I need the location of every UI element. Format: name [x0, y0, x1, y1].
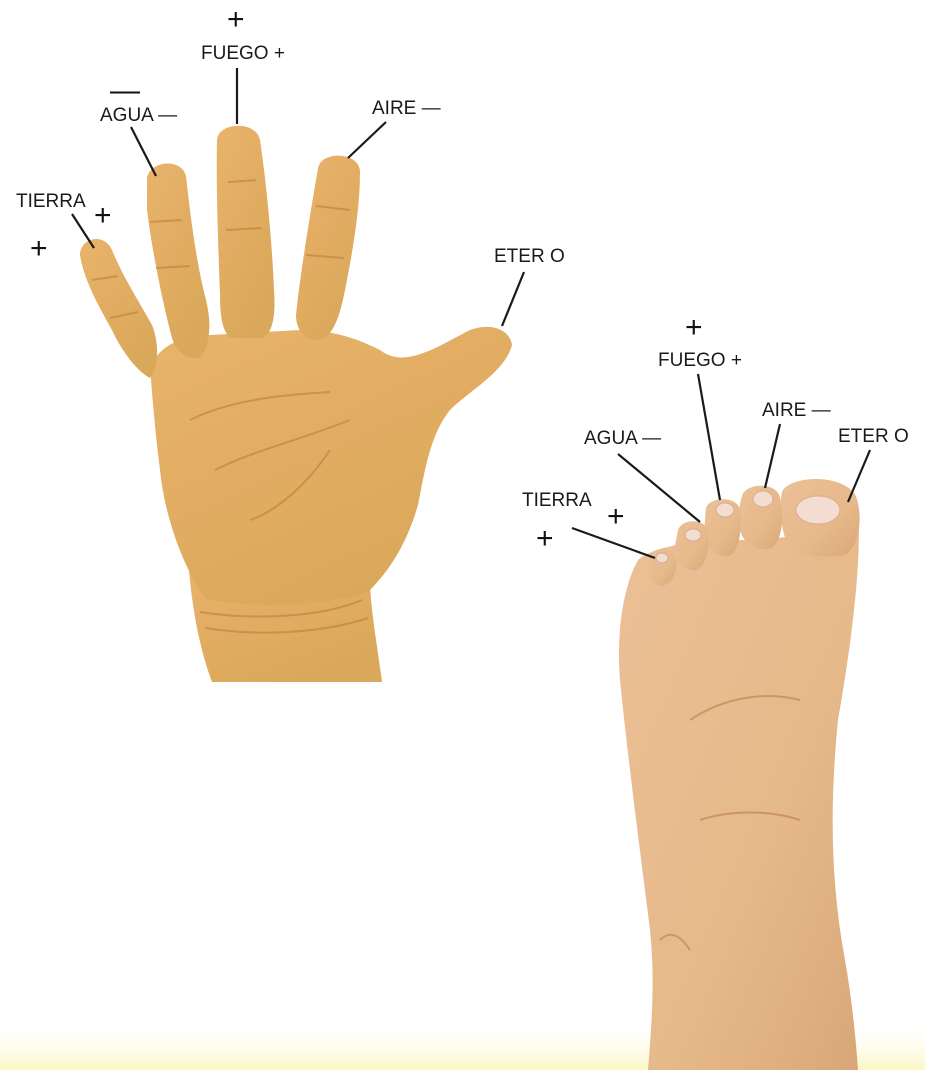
hand-leader-eter [502, 272, 524, 326]
foot-sign-tierra-b: + [536, 522, 554, 555]
hand-sign-tierra-a: + [94, 199, 112, 232]
hand-leader-aire [348, 122, 386, 158]
hand-finger-pinky [80, 239, 157, 378]
foot-nail-little [656, 553, 668, 563]
foot-illustration [619, 479, 860, 1070]
hand-illustration [80, 126, 512, 682]
hand-finger-index [296, 156, 360, 341]
foot-nail-third [716, 503, 734, 517]
foot-body [619, 505, 859, 1070]
foot-label-eter: ETER O [838, 426, 909, 447]
foot-leader-eter [848, 450, 870, 502]
foot-label-aire: AIRE — [762, 400, 831, 421]
hand-sign-agua-top: — [110, 74, 140, 107]
hand-label-tierra: TIERRA [16, 191, 86, 212]
foot-nail-fourth [685, 529, 701, 541]
hand-leader-tierra [72, 214, 94, 248]
foot-label-agua: AGUA — [584, 428, 661, 449]
foot-sign-fuego-top: + [685, 311, 703, 344]
foot-leader-agua [618, 454, 700, 522]
hand-label-aire: AIRE — [372, 98, 441, 119]
foot-nail-second [753, 491, 773, 507]
hand-label-fuego: FUEGO + [201, 43, 285, 64]
foot-label-tierra: TIERRA [522, 490, 592, 511]
hand-label-agua: AGUA — [100, 105, 177, 126]
foot-label-fuego: FUEGO + [658, 350, 742, 371]
foot-leader-aire [765, 424, 780, 488]
hand-finger-middle [217, 126, 275, 338]
foot-sign-tierra-a: + [607, 500, 625, 533]
hand-label-eter: ETER O [494, 246, 565, 267]
foot-leader-fuego [698, 374, 720, 500]
hand-leader-agua [131, 127, 156, 176]
hand-finger-ring [147, 163, 209, 358]
hand-sign-fuego-top: + [227, 3, 245, 36]
hand-sign-tierra-b: + [30, 232, 48, 265]
foot-nail-big [796, 496, 840, 524]
hand-palm [150, 327, 512, 605]
